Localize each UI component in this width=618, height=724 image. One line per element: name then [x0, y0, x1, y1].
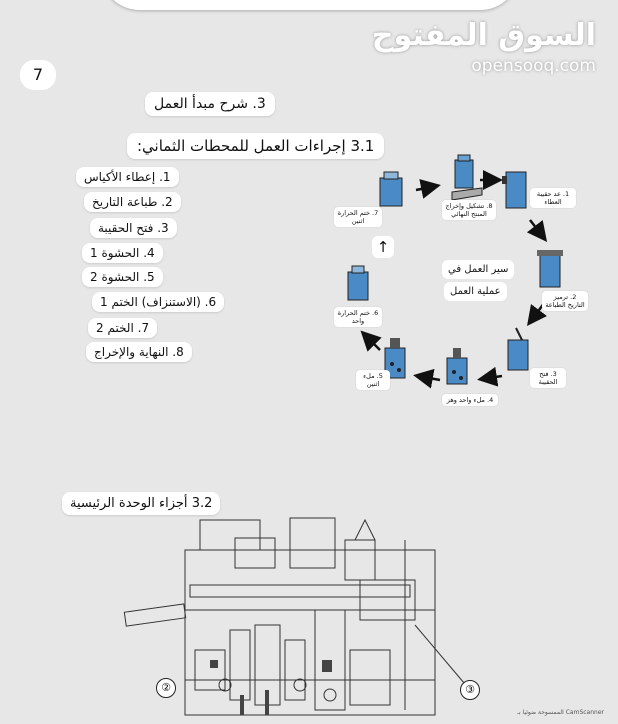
step-item: 4. الحشوة 1: [82, 243, 163, 263]
flow-center-title: سير العمل في: [442, 260, 515, 279]
flow-arrow: [413, 368, 441, 389]
step-item: 8. النهاية والإخراج: [86, 342, 192, 362]
page-number: 7: [20, 60, 56, 90]
scanner-note: الممسوحة ضوئيا بـ CamScanner: [517, 709, 604, 716]
station-label-4: 4. ملء واحد وهز: [442, 394, 498, 407]
step-item: 5. الحشوة 2: [82, 267, 163, 287]
bag-station-3: [507, 327, 529, 371]
flow-arrow: [526, 219, 548, 242]
machine-drawing: [123, 517, 471, 716]
step-item: 1. إعطاء الأكياس: [76, 167, 179, 187]
flow-arrow: [477, 366, 503, 387]
main-unit-heading: 3.2 أجزاء الوحدة الرئيسية: [62, 492, 221, 515]
flow-center-subtitle: عملية العمل: [444, 282, 507, 301]
workflow-drawing: [347, 154, 563, 389]
workflow-diagram: 7. ختم الحرارة اثنين 8. تشكيل وإخراج الم…: [330, 150, 590, 410]
step-item: 7. الختم 2: [88, 318, 158, 338]
bag-station-4: [446, 348, 468, 385]
watermark-arabic: السوق المفتوح: [371, 18, 596, 53]
bag-station-6: [347, 265, 369, 301]
step-item: 6. (الاستنزاف) الختم 1: [92, 292, 225, 312]
bag-station-1: [502, 171, 527, 209]
step-item: 3. فتح الحقيبة: [90, 218, 177, 238]
station-label-6: 6. ختم الحرارة واحد: [334, 307, 382, 328]
machine-diagram: ② ③ الممسوحة ضوئيا بـ CamScanner: [0, 510, 618, 720]
top-banner: [100, 0, 520, 10]
station-label-5: 5. ملء اثنين: [356, 370, 390, 391]
watermark-english: opensooq.com: [471, 56, 596, 76]
station-label-3: 3. فتح الحقيبة: [530, 368, 566, 389]
bag-station-7: [379, 171, 403, 207]
station-label-7: 7. ختم الحرارة اثنين: [334, 207, 382, 228]
bag-station-5: [384, 338, 406, 379]
station-label-2: 2. ترميز التاريخ الطباعة: [542, 291, 588, 312]
bag-station-8: [451, 154, 483, 201]
station-label-8: 8. تشكيل وإخراج المنتج النهائي: [442, 200, 496, 221]
flow-arrow: [360, 330, 382, 352]
station-label-1: 1. عد حقيبة العطاء: [530, 188, 576, 209]
flow-arrow: [415, 179, 441, 199]
subsection-heading: 3.1 إجراءات العمل للمحطات الثماني:: [127, 133, 385, 159]
callout-2: ②: [156, 678, 176, 698]
callout-3: ③: [460, 680, 480, 700]
section-heading: 3. شرح مبدأ العمل: [145, 92, 275, 116]
bag-station-2: [537, 250, 563, 288]
up-arrow-icon: ↑: [372, 236, 394, 258]
step-item: 2. طباعة التاريخ: [84, 192, 181, 212]
